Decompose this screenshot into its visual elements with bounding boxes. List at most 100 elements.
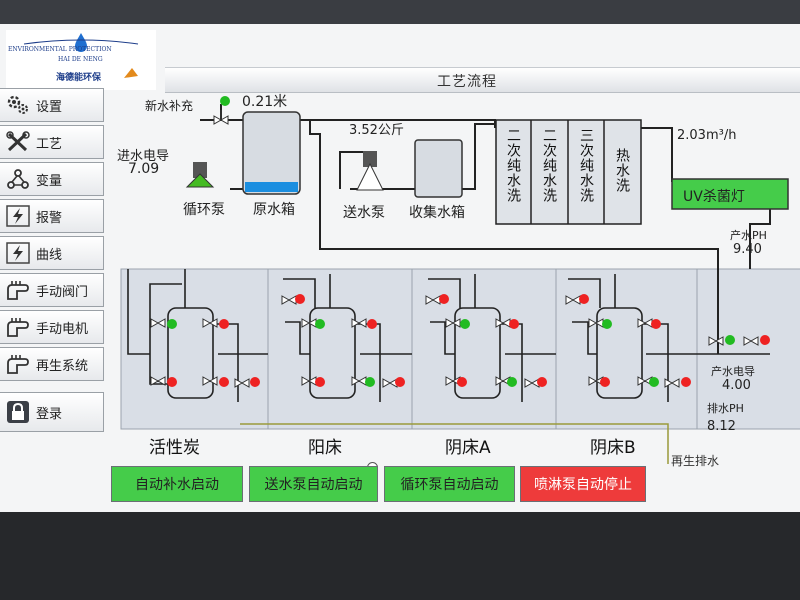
wash-tank-group: [495, 119, 642, 225]
hand-regen-icon: [3, 351, 33, 377]
bed-name-anion-b: 阴床B: [590, 438, 636, 458]
circ-pump-auto-start-button[interactable]: 循环泵自动启动: [384, 466, 515, 502]
wash-tank-label-1: 二次纯水洗: [505, 128, 521, 203]
bed-name-anion-a: 阴床A: [445, 438, 491, 458]
feed-pump-auto-start-button[interactable]: 送水泵自动启动: [249, 466, 378, 502]
valve-icon: [588, 318, 612, 329]
bed-name-carbon: 活性炭: [149, 438, 200, 458]
alarm-icon: [3, 203, 33, 229]
bed-pipes: [127, 269, 770, 402]
valve-icon: [382, 377, 405, 388]
raw-tank-label: 原水箱: [253, 202, 295, 218]
valve-icon: [495, 318, 519, 329]
process-flow-diagram: [120, 96, 800, 464]
uv-lamp-box: [671, 178, 789, 210]
hand-motor-icon: [3, 314, 33, 340]
valve-icon: [708, 335, 735, 346]
bed-name-cation: 阳床: [308, 438, 342, 458]
outlet-conductivity-label: 产水电导: [711, 365, 755, 378]
nav-label: 曲线: [36, 247, 63, 263]
curve-icon: [3, 240, 33, 266]
nav-process[interactable]: 工艺: [0, 125, 104, 159]
circulation-pump-label: 循环泵: [183, 202, 225, 218]
spray-pump-auto-stop-button[interactable]: 喷淋泵自动停止: [520, 466, 646, 502]
lock-icon: [3, 399, 33, 425]
regen-drain-label: 再生排水: [671, 454, 720, 468]
wash-tank-label-3: 三次纯水洗: [578, 128, 594, 203]
hmi-screen: ENVIRONMENTAL PROTECTION HAI DE NENG 海德能…: [0, 24, 800, 514]
tools-icon: [3, 129, 33, 155]
nav-curve[interactable]: 曲线: [0, 236, 104, 270]
activated-carbon-column: [167, 307, 214, 399]
feed-pump-icon: [356, 151, 384, 191]
uv-lamp-label: UV杀菌灯: [683, 189, 745, 205]
wash-tank-label-4: 热水洗: [614, 148, 630, 193]
valve-indicators: [150, 294, 770, 388]
nav-alarm[interactable]: 报警: [0, 199, 104, 233]
hand-valve-icon: [3, 277, 33, 303]
raw-tank-level-value: 0.21米: [242, 94, 288, 110]
fresh-water-valve-icon: [213, 96, 230, 125]
valve-icon: [637, 376, 659, 387]
valve-icon: [565, 294, 589, 305]
nav-label: 设置: [36, 99, 63, 115]
water-drop-icon: [23, 33, 139, 78]
valve-icon: [281, 294, 305, 305]
valve-icon: [637, 318, 661, 329]
nav-label: 手动阀门: [36, 284, 89, 300]
drain-ph-value: 8.12: [707, 419, 736, 434]
valve-icon: [588, 376, 610, 387]
valve-icon: [234, 377, 260, 388]
variables-icon: [3, 166, 33, 192]
logo-text-line2: HAI DE NENG: [58, 56, 103, 63]
monitor-bezel-top: [0, 0, 800, 26]
nav-variables[interactable]: 变量: [0, 162, 104, 196]
nav-regen-system[interactable]: 再生系统: [0, 347, 104, 381]
inlet-conductivity-value: 7.09: [128, 161, 160, 177]
valve-icon: [351, 376, 375, 387]
nav-label: 报警: [36, 210, 63, 226]
anion-bed-b-column: [596, 307, 643, 399]
outlet-ph-value: 9.40: [733, 242, 762, 257]
nav-manual-valve[interactable]: 手动阀门: [0, 273, 104, 307]
valve-icon: [301, 376, 325, 387]
logo-text-line3: 海德能环保: [56, 73, 102, 83]
wash-tank-label-2: 二次纯水洗: [541, 128, 557, 203]
circulation-pump-icon: [185, 162, 215, 188]
flow-rate-value: 2.03m³/h: [677, 128, 737, 143]
valve-icon: [150, 376, 177, 387]
nav-label: 手动电机: [36, 321, 89, 337]
collection-tank: [414, 139, 463, 198]
outlet-ph-label: 产水PH: [730, 229, 767, 242]
page-title: 工艺流程: [437, 74, 497, 90]
valve-icon: [495, 376, 517, 387]
regen-drain-pipe: [240, 423, 669, 464]
valve-icon: [743, 335, 770, 346]
nav-label: 变量: [36, 173, 63, 189]
valve-icon: [351, 318, 377, 329]
valve-icon: [425, 294, 449, 305]
valve-icon: [202, 376, 229, 387]
valve-icon: [445, 318, 470, 329]
valve-icon: [150, 318, 177, 329]
nav-label: 工艺: [36, 136, 63, 152]
logo-text-line1: ENVIRONMENTAL PROTECTION: [8, 46, 112, 53]
nav-login[interactable]: 登录: [0, 392, 104, 432]
valve-icon: [202, 318, 229, 329]
auto-refill-start-button[interactable]: 自动补水启动: [111, 466, 243, 502]
inlet-conductivity-label: 进水电导: [117, 149, 170, 164]
valve-icon: [445, 376, 467, 387]
nav-settings[interactable]: 设置: [0, 88, 104, 122]
monitor-bezel-bottom: [0, 512, 800, 600]
gear-icon: [3, 92, 33, 118]
nav-label: 再生系统: [36, 358, 89, 374]
fresh-water-label: 新水补充: [145, 99, 194, 113]
nav-manual-motor[interactable]: 手动电机: [0, 310, 104, 344]
cation-bed-column: [309, 307, 356, 399]
raw-water-tank: [242, 111, 301, 195]
valve-icon: [301, 318, 325, 329]
collect-tank-label: 收集水箱: [409, 205, 465, 221]
title-bar: 工艺流程: [165, 67, 800, 93]
drain-ph-label: 排水PH: [707, 402, 744, 415]
valve-icon: [524, 377, 547, 388]
